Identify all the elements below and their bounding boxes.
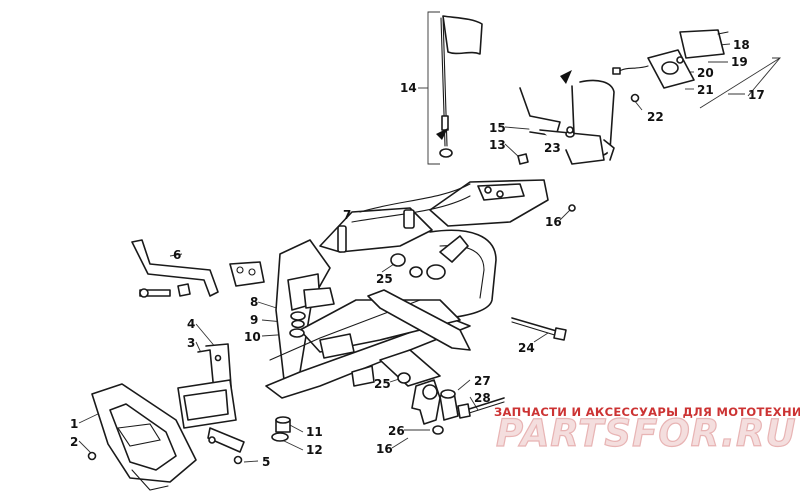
watermark-tagline: ЗАПЧАСТИ И АКСЕССУАРЫ ДЛЯ МОТОТЕХНИКИ <box>494 405 800 419</box>
callout-22: 22 <box>647 110 664 124</box>
callout-5: 5 <box>262 455 270 469</box>
callout-20: 20 <box>697 66 714 80</box>
callout-8: 8 <box>250 295 258 309</box>
callout-16a: 16 <box>545 215 562 229</box>
pedal-bracket <box>131 239 265 298</box>
callout-27: 27 <box>474 374 491 388</box>
callout-12: 12 <box>306 443 323 457</box>
callout-13: 13 <box>489 138 506 152</box>
callout-6: 6 <box>173 248 181 262</box>
callout-14: 14 <box>400 81 417 95</box>
long-bolt-24 <box>511 317 567 341</box>
callout-23: 23 <box>544 141 561 155</box>
callout-25a: 25 <box>376 272 393 286</box>
main-frame <box>265 179 549 399</box>
callout-25b: 25 <box>374 377 391 391</box>
callout-15: 15 <box>489 121 506 135</box>
callout-labels: 1 2 3 4 5 6 7 8 9 10 11 12 13 14 15 16 1… <box>70 38 765 469</box>
watermark: ЗАПЧАСТИ И АКСЕССУАРЫ ДЛЯ МОТОТЕХНИКИ PA… <box>494 405 800 456</box>
callout-9: 9 <box>250 313 258 327</box>
nut-13 <box>517 153 529 165</box>
spacers-11-12 <box>271 416 291 442</box>
nut-23 <box>566 126 574 134</box>
callout-19: 19 <box>731 55 748 69</box>
callout-24: 24 <box>518 341 535 355</box>
safety-flag <box>436 15 483 158</box>
bushings-8-10 <box>289 311 306 338</box>
callout-1: 1 <box>70 417 78 431</box>
callout-21: 21 <box>697 83 714 97</box>
callout-11: 11 <box>306 425 323 439</box>
callout-3: 3 <box>187 336 195 350</box>
rear-bracket <box>519 70 615 165</box>
callout-16b: 16 <box>376 442 393 456</box>
front-bracket <box>177 343 245 465</box>
callout-2: 2 <box>70 435 78 449</box>
callout-17: 17 <box>748 88 765 102</box>
callout-26: 26 <box>388 424 405 438</box>
callout-10: 10 <box>244 330 261 344</box>
callout-18: 18 <box>733 38 750 52</box>
callout-4: 4 <box>187 317 195 331</box>
callout-28: 28 <box>474 391 491 405</box>
bolt-22 <box>630 93 640 103</box>
watermark-brand: PARTSFOR.RU <box>496 412 797 455</box>
front-bumper <box>87 383 197 491</box>
rear-mount-parts <box>397 204 576 435</box>
callout-7: 7 <box>343 208 351 222</box>
taillight-assembly <box>612 29 729 89</box>
